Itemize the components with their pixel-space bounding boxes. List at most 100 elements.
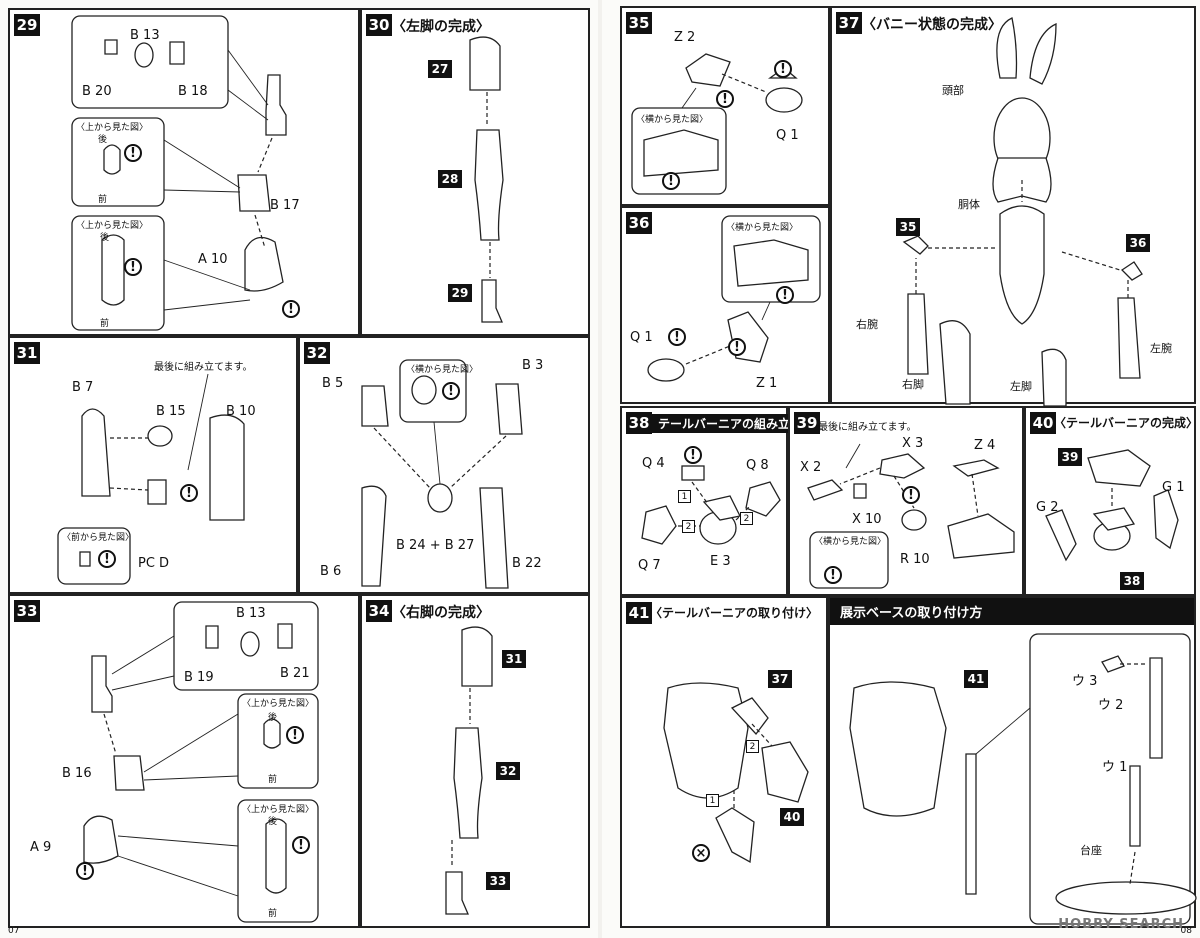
- part-label: E 3: [710, 554, 731, 569]
- part-label: B 16: [62, 766, 92, 781]
- view-caption: 〈上から見た図〉: [76, 221, 149, 231]
- part-label: X 3: [902, 436, 924, 451]
- step-number: 29: [14, 14, 40, 36]
- part-label: X 2: [800, 460, 822, 475]
- step-number: 35: [626, 12, 652, 34]
- step-36-panel: 36 〈横から見た図〉 Q 1 Z 1 ! ! !: [620, 206, 830, 404]
- order-marker: 1: [678, 490, 691, 503]
- label-head: 頭部: [942, 84, 964, 97]
- direction-back: 後: [268, 713, 278, 723]
- step-title: 展示ベースの取り付け方: [830, 598, 1194, 625]
- base-panel: 展示ベースの取り付け方 41 ウ 3 ウ 2 ウ 1 台座: [828, 596, 1197, 928]
- label-torso: 胴体: [958, 198, 980, 211]
- caution-icon: !: [684, 446, 702, 464]
- step-number: 33: [14, 600, 40, 622]
- part-label: Q 1: [776, 128, 799, 143]
- part-label: B 24 + B 27: [396, 538, 475, 553]
- base-illustration: [849, 633, 1197, 925]
- view-caption: 〈横から見た図〉: [406, 365, 479, 375]
- step-36-illustration: [647, 215, 821, 382]
- step-number: 41: [626, 602, 652, 624]
- ref-tag: 32: [496, 762, 520, 780]
- view-caption: 〈横から見た図〉: [726, 223, 799, 233]
- part-label: B 13: [236, 606, 266, 621]
- direction-front: 前: [268, 909, 278, 919]
- caution-icon: !: [98, 550, 116, 568]
- ref-tag: 29: [448, 284, 472, 302]
- caution-icon: !: [76, 862, 94, 880]
- view-caption: 〈上から見た図〉: [242, 805, 315, 815]
- view-caption: 〈上から見た図〉: [76, 123, 149, 133]
- part-label: B 10: [226, 404, 256, 419]
- step-33-panel: 33 B 13 B 19 B 21 B 16 A 9 〈上から見た図〉 後 前 …: [8, 594, 360, 928]
- view-caption: 〈横から見た図〉: [814, 537, 887, 547]
- step-number: 30: [366, 14, 392, 36]
- ref-tag: 28: [438, 170, 462, 188]
- step-38-panel: 38 テールバーニアの組み立て Q 4 Q 8 Q 7 E 3 1 2 2 !: [620, 406, 809, 596]
- part-label: ウ 3: [1072, 674, 1098, 689]
- caution-icon: !: [286, 726, 304, 744]
- direction-front: 前: [100, 319, 110, 329]
- order-marker: 2: [746, 740, 759, 753]
- page-number: 08: [1180, 926, 1192, 936]
- order-marker: 2: [682, 520, 695, 533]
- part-label: ウ 2: [1098, 698, 1124, 713]
- direction-front: 前: [98, 195, 108, 205]
- step-33-illustration: [83, 601, 319, 923]
- ref-tag: 41: [964, 670, 988, 688]
- step-39-panel: 39 最後に組み立てます。 X 3 X 2 X 10 Z 4 R 10 〈横から…: [788, 406, 1024, 596]
- page-number: 07: [8, 926, 20, 936]
- step-30-illustration: [469, 36, 504, 323]
- caution-icon: !: [292, 836, 310, 854]
- ref-tag: 39: [1058, 448, 1082, 466]
- part-label: B 3: [522, 358, 544, 373]
- step-title: テールバーニアの組み立て: [652, 414, 809, 433]
- direction-front: 前: [268, 775, 278, 785]
- step-30-panel: 30 〈左脚の完成〉 27 28 29: [360, 8, 590, 336]
- step-number: 40: [1030, 412, 1056, 434]
- part-label: B 19: [184, 670, 214, 685]
- ref-tag: 37: [768, 670, 792, 688]
- step-29-panel: 29 B 13 B 20 B 18 B 17 A 10 〈上から見た図〉 後 前…: [8, 8, 360, 336]
- part-label: Z 1: [756, 376, 778, 391]
- part-label: B 13: [130, 28, 160, 43]
- step-number: 32: [304, 342, 330, 364]
- step-number: 38: [626, 412, 652, 434]
- caution-icon: !: [124, 258, 142, 276]
- part-label: B 17: [270, 198, 300, 213]
- part-label: Q 7: [638, 558, 661, 573]
- part-label: X 10: [852, 512, 882, 527]
- watermark: HOBBY SEARCH: [1058, 917, 1184, 932]
- part-label: G 1: [1162, 480, 1185, 495]
- part-label: B 7: [72, 380, 94, 395]
- ref-tag: 35: [896, 218, 920, 236]
- caution-icon: !: [774, 60, 792, 78]
- part-label: B 22: [512, 556, 542, 571]
- label-right-arm: 右腕: [856, 318, 878, 331]
- step-34-panel: 34 〈右脚の完成〉 31 32 33: [360, 594, 590, 928]
- part-label: PC D: [138, 556, 170, 571]
- order-marker: 2: [740, 512, 753, 525]
- step-title: 〈テールバーニアの完成〉: [1054, 416, 1199, 430]
- step-31-panel: 31 最後に組み立てます。 B 7 B 15 B 10 PC D 〈前から見た図…: [8, 336, 298, 594]
- direction-back: 後: [100, 233, 110, 243]
- step-37-panel: 37 〈バニー状態の完成〉 頭部 胴体 右腕 左腕 右脚 左脚 35 36: [830, 6, 1196, 407]
- caution-icon: !: [668, 328, 686, 346]
- part-label: B 20: [82, 84, 112, 99]
- step-35-panel: 35 Z 2 Q 1 〈横から見た図〉 ! ! !: [620, 6, 830, 206]
- ref-tag: 27: [428, 60, 452, 78]
- part-label: R 10: [900, 552, 930, 567]
- label-left-arm: 左腕: [1150, 342, 1172, 355]
- part-label: Q 1: [630, 330, 653, 345]
- step-37-illustration: [902, 17, 1143, 407]
- step-number: 34: [366, 600, 392, 622]
- direction-back: 後: [268, 817, 278, 827]
- ref-tag: 31: [502, 650, 526, 668]
- right-page: 35 Z 2 Q 1 〈横から見た図〉 ! ! ! 36 〈横から見た図〉 Q …: [602, 0, 1200, 938]
- step-41-illustration: [663, 682, 809, 864]
- step-title: 〈右脚の完成〉: [392, 605, 490, 621]
- part-label: Z 4: [974, 438, 996, 453]
- step-35-illustration: [631, 53, 803, 195]
- ref-tag: 38: [1120, 572, 1144, 590]
- part-label: Z 2: [674, 30, 696, 45]
